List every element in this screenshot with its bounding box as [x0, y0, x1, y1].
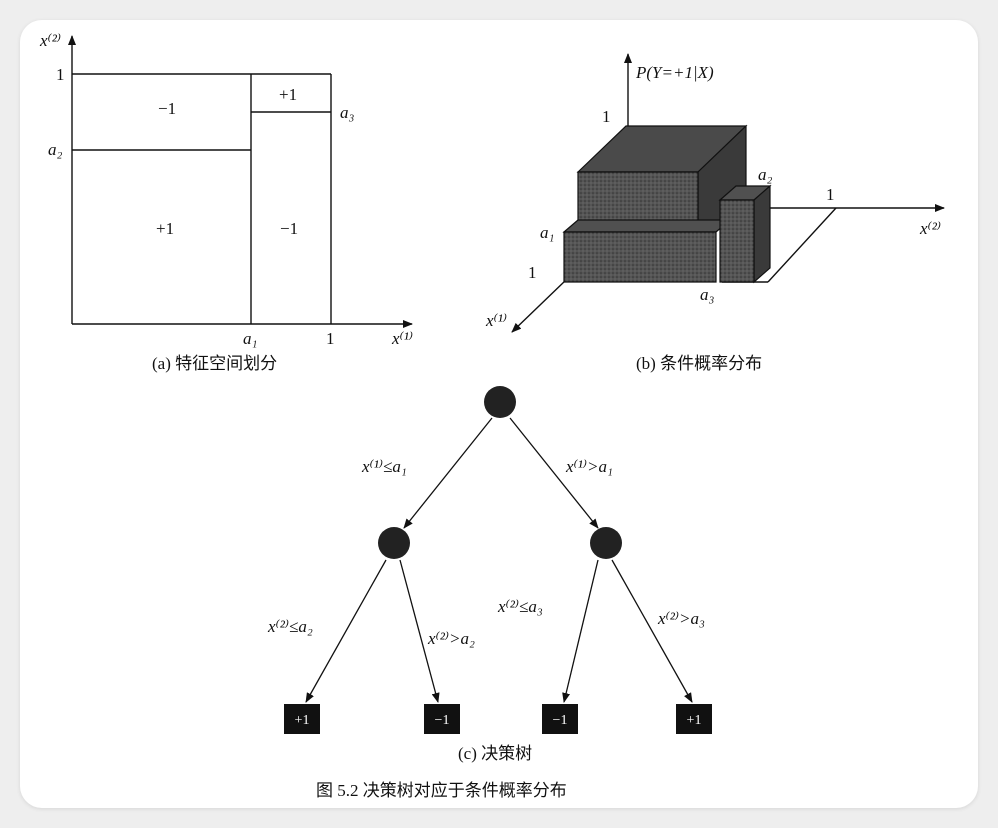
edge-label-root-left: x⁽¹⁾≤a₁	[361, 457, 407, 476]
panel-a-tick-y-a2: a₂	[48, 140, 63, 159]
edge-label-left-left: x⁽²⁾≤a₂	[267, 617, 313, 636]
panel-b-small-block-front	[719, 199, 755, 283]
edge-root-left	[403, 417, 493, 529]
panel-a-tick-x-1: 1	[326, 329, 335, 348]
edge-right-right	[611, 559, 693, 703]
panel-a-x-axis-label: x⁽¹⁾	[391, 329, 413, 348]
panel-a-region-bottom-right: −1	[280, 219, 298, 238]
panel-b-small-block-side	[753, 184, 771, 284]
panel-b-caption: (b) 条件概率分布	[636, 354, 762, 373]
panel-b-x1-axis-label: x⁽¹⁾	[485, 311, 507, 330]
edge-right-left	[562, 559, 599, 703]
panel-a-feature-space	[68, 35, 413, 328]
panel-b-x2-axis-label: x⁽²⁾	[919, 219, 941, 238]
panel-b-tick-a2: a₂	[758, 165, 773, 184]
panel-b-tick-1-left: 1	[528, 263, 537, 282]
leaf-4	[676, 704, 712, 734]
panel-b-base-line-back	[767, 207, 837, 283]
panel-b-tick-vertical-1: 1	[602, 107, 611, 126]
panel-a-tick-x-a1: a₁	[243, 329, 257, 348]
panel-b-probability-3d	[511, 53, 945, 333]
panel-b-tick-1-right: 1	[826, 185, 835, 204]
figure-caption: 图 5.2 决策树对应于条件概率分布	[316, 781, 567, 800]
panel-a-tick-y-1: 1	[56, 65, 65, 84]
tree-right-node	[590, 527, 622, 559]
edge-label-right-left: x⁽²⁾≤a₃	[497, 597, 543, 616]
edge-label-root-right: x⁽¹⁾>a₁	[565, 457, 613, 476]
panel-a-region-bottom-left: +1	[156, 219, 174, 238]
panel-b-vertical-axis-label: P(Y=+1|X)	[635, 63, 714, 82]
panel-b-low-block-front	[563, 231, 717, 283]
panel-a-caption: (a) 特征空间划分	[152, 354, 277, 373]
panel-b-tick-a3: a₃	[700, 285, 715, 304]
panel-c-caption: (c) 决策树	[458, 744, 532, 763]
edge-left-left	[305, 559, 387, 703]
edge-label-left-right: x⁽²⁾>a₂	[427, 629, 475, 648]
tree-root-node	[484, 386, 516, 418]
leaf-3-label: −1	[553, 713, 568, 728]
leaf-2-label: −1	[435, 713, 450, 728]
panel-b-tick-a1: a₁	[540, 223, 554, 242]
panel-c-decision-tree	[305, 417, 693, 703]
leaf-3	[542, 704, 578, 734]
leaf-1-label: +1	[295, 713, 310, 728]
panel-a-region-top-left: −1	[158, 99, 176, 118]
tree-left-node	[378, 527, 410, 559]
leaf-4-label: +1	[687, 713, 702, 728]
edge-left-right	[399, 559, 440, 703]
edge-root-right	[509, 417, 599, 529]
leaf-1	[284, 704, 320, 734]
panel-b-low-block-top	[562, 219, 732, 233]
panel-b-x1-axis	[511, 279, 567, 333]
panel-a-label-a3: a₃	[340, 103, 355, 122]
panel-a-region-top-right: +1	[279, 85, 297, 104]
panel-a-y-axis-label: x⁽²⁾	[39, 31, 61, 50]
edge-label-right-right: x⁽²⁾>a₃	[657, 609, 705, 628]
leaf-2	[424, 704, 460, 734]
